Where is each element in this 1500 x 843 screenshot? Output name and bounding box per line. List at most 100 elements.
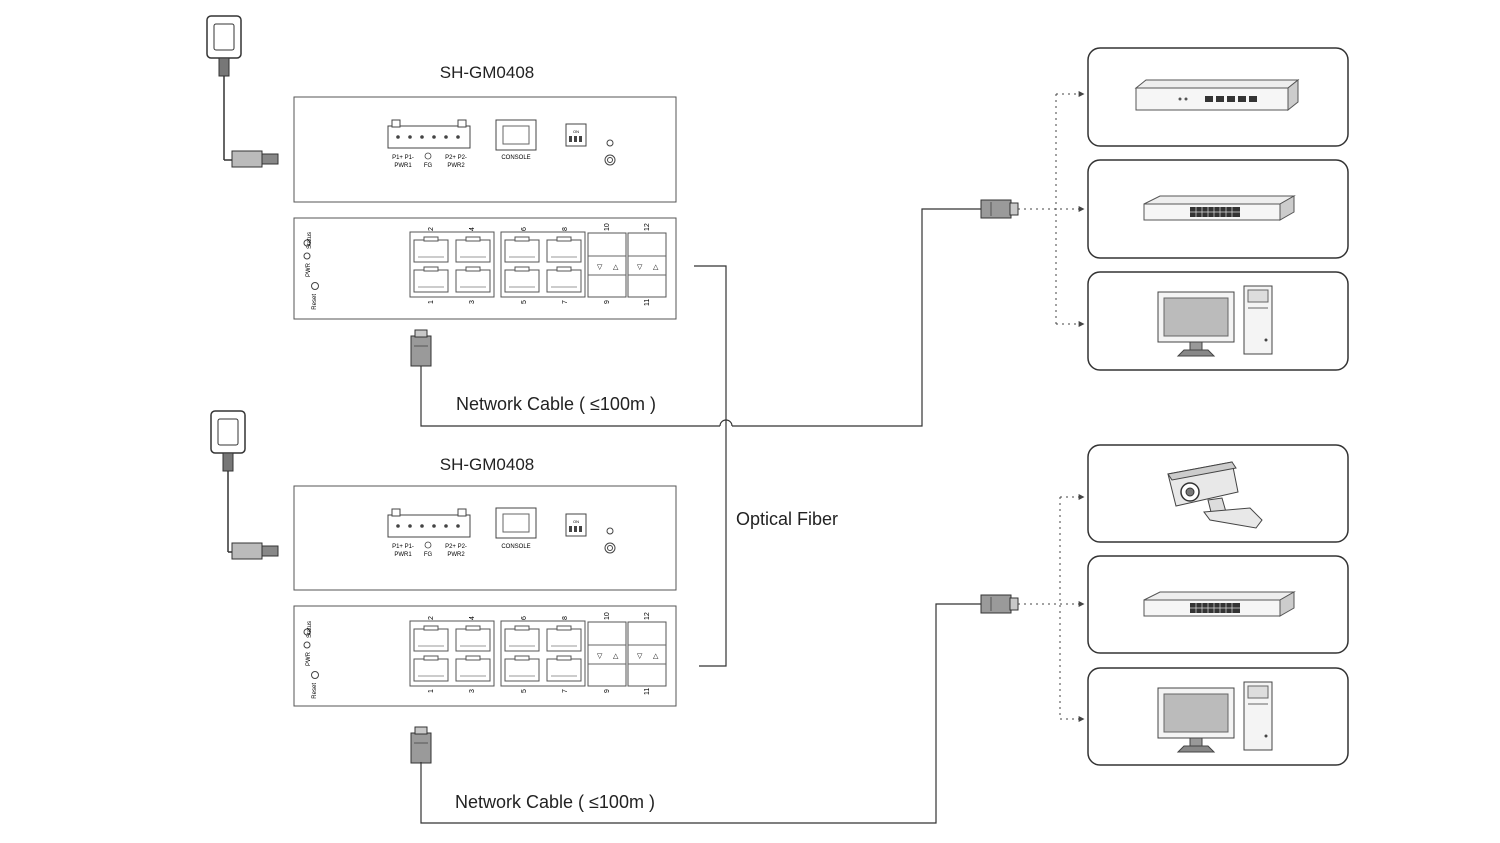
led-indicators [303, 239, 319, 290]
bottom-switch-top-panel [293, 485, 677, 591]
sfp-ports-group: ▽ △ ▽ △ [587, 232, 667, 298]
power-adapter-icon [206, 15, 279, 168]
distribution-lines-top [1018, 91, 1085, 327]
led-indicators [303, 628, 319, 679]
led-status-label: Status [307, 232, 313, 249]
port-number: 8 [562, 616, 569, 620]
rj45-ports-group-b [500, 620, 586, 687]
terminal-label-p2: P2+ P2- [445, 544, 467, 550]
terminal-label-fg: FG [424, 163, 433, 169]
dip-switch [565, 123, 587, 147]
ground-icon [424, 541, 432, 549]
rj45-ports-group-a [409, 231, 495, 298]
top-switch: SH-GM0408 P1+ P1- P2+ P2- PWR1 FG PWR2 C… [206, 15, 677, 367]
rj45-plug-icon [980, 199, 1019, 219]
port-number: 9 [604, 689, 611, 693]
computer-icon [1157, 681, 1273, 753]
port-number: 11 [644, 299, 651, 306]
ground-icon [606, 139, 614, 147]
dip-switch [565, 513, 587, 537]
svg-text:△: △ [653, 264, 659, 271]
bottom-switch: SH-GM0408 P1+ P1- P2+ P2- PWR1 FG PWR2 C… [210, 410, 677, 764]
port-number: 6 [521, 616, 528, 620]
rj45-plug-icon [410, 329, 432, 367]
rj45-plug-icon [980, 594, 1019, 614]
reset-label: Reset [312, 683, 318, 699]
led-pwr-label: PWR [306, 651, 312, 666]
svg-text:▽: ▽ [637, 264, 643, 271]
console-label: CONSOLE [501, 155, 530, 161]
port-number: 9 [604, 300, 611, 304]
svg-text:▽: ▽ [597, 264, 603, 271]
port-number: 4 [469, 616, 476, 620]
device-box-switch-top [1087, 159, 1349, 259]
distribution-lines-bottom [1018, 494, 1085, 722]
led-pwr-label: PWR [306, 262, 312, 277]
terminal-label-pwr2: PWR2 [447, 163, 465, 169]
svg-text:△: △ [653, 653, 659, 660]
svg-text:△: △ [613, 264, 619, 271]
terminal-label-pwr1: PWR1 [394, 163, 412, 169]
device-box-computer-top [1087, 271, 1349, 371]
console-port [495, 507, 537, 539]
device-box-computer-bottom [1087, 667, 1349, 766]
switch-icon [1143, 591, 1296, 617]
port-number: 3 [469, 689, 476, 693]
console-port [495, 119, 537, 151]
cable-label-top: Network Cable ( ≤100m ) [456, 394, 656, 414]
port-number: 12 [644, 612, 651, 620]
port-number: 2 [428, 616, 435, 620]
cable-label-bottom: Network Cable ( ≤100m ) [455, 792, 655, 812]
port-number: 4 [469, 227, 476, 231]
power-terminal-block [387, 119, 471, 149]
power-adapter-icon [210, 410, 279, 560]
top-switch-top-panel [293, 96, 677, 203]
port-number: 5 [521, 689, 528, 693]
optical-fiber-link [694, 265, 727, 667]
console-label: CONSOLE [501, 544, 530, 550]
device-box-camera [1087, 444, 1349, 543]
rj45-plug-icon [410, 726, 432, 764]
port-number: 12 [644, 223, 651, 231]
svg-text:▽: ▽ [637, 653, 643, 660]
terminal-label-p2: P2+ P2- [445, 155, 467, 161]
top-switch-model-label: SH-GM0408 [440, 63, 534, 82]
dip-label: ON [573, 519, 579, 524]
port-numbers-top: 2 4 6 8 10 12 [428, 223, 651, 231]
device-box-router [1087, 47, 1349, 147]
device-box-switch-bottom [1087, 555, 1349, 654]
port-number: 7 [562, 300, 569, 304]
ground-screw-icon [604, 542, 616, 554]
fiber-label: Optical Fiber [736, 509, 838, 529]
terminal-label-p1: P1+ P1- [392, 544, 414, 550]
bottom-switch-model-label: SH-GM0408 [440, 455, 534, 474]
ground-screw-icon [604, 154, 616, 166]
dip-label: ON [573, 129, 579, 134]
led-status-label: Status [307, 621, 313, 638]
router-icon [1134, 78, 1300, 112]
port-number: 3 [469, 300, 476, 304]
terminal-label-pwr1: PWR1 [394, 552, 412, 558]
port-number: 1 [428, 689, 435, 693]
port-number: 11 [644, 688, 651, 695]
computer-icon [1157, 285, 1273, 357]
reset-label: Reset [312, 294, 318, 310]
port-number: 2 [428, 227, 435, 231]
rj45-ports-group-b [500, 231, 586, 298]
switch-icon [1143, 195, 1296, 221]
svg-text:▽: ▽ [597, 653, 603, 660]
port-number: 10 [604, 612, 611, 620]
power-terminal-block [387, 508, 471, 538]
ground-icon [606, 527, 614, 535]
terminal-label-fg: FG [424, 552, 433, 558]
sfp-ports-group: ▽△ ▽△ [587, 621, 667, 687]
terminal-label-p1: P1+ P1- [392, 155, 414, 161]
ground-icon [424, 152, 432, 160]
camera-icon [1167, 461, 1263, 529]
terminal-label-pwr2: PWR2 [447, 552, 465, 558]
rj45-ports-group-a [409, 620, 495, 687]
port-number: 1 [428, 300, 435, 304]
port-number: 7 [562, 689, 569, 693]
port-number: 10 [604, 223, 611, 231]
